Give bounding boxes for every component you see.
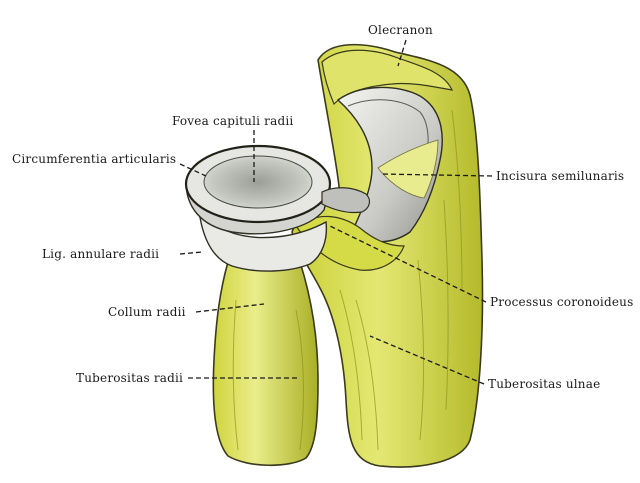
lig-annulare-radii: [197, 199, 328, 272]
label-collum-radii: Collum radii: [108, 305, 186, 319]
leader-processus: [329, 225, 487, 303]
notch-nonarticular-strip: [377, 139, 439, 199]
leader-incisura: [379, 173, 493, 177]
label-circumferentia-articularis: Circumferentia articularis: [12, 152, 176, 166]
label-tuberositas-ulnae: Tuberositas ulnae: [488, 377, 600, 391]
label-lig-annulare-radii: Lig. annulare radii: [42, 247, 159, 261]
leader-lig-annulare: [179, 251, 203, 255]
olecranon-tip: [321, 49, 454, 106]
label-fovea-capituli-radii: Fovea capituli radii: [172, 114, 293, 128]
leader-collum: [195, 303, 265, 313]
leader-tuberositas-ulnae: [369, 335, 485, 385]
leader-circumferentia: [179, 163, 207, 177]
leader-olecranon: [397, 39, 407, 67]
ulna-texture: [339, 109, 463, 451]
radius-bone: [212, 261, 319, 467]
label-olecranon: Olecranon: [368, 23, 433, 37]
radioulnar-contact: [321, 187, 371, 214]
radius-texture: [232, 299, 304, 451]
label-processus-coronoideus: Processus coronoideus: [490, 295, 633, 309]
label-incisura-semilunaris: Incisura semilunaris: [496, 169, 624, 183]
fovea-capituli-radii: [203, 155, 313, 209]
label-tuberositas-radii: Tuberositas radii: [76, 371, 183, 385]
